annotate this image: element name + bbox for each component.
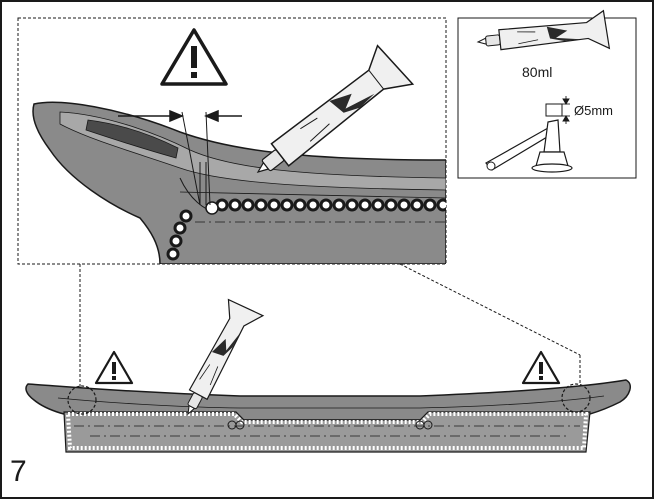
adhesive-bead (166, 198, 446, 261)
tube-volume-label: 80ml (522, 64, 553, 80)
adhesive-bead-outline (65, 412, 589, 450)
adhesive-tube-icon (476, 9, 611, 51)
step-number: 7 (10, 455, 27, 488)
warning-icon (94, 350, 134, 385)
gap-dimension (118, 109, 242, 206)
adhesive-tube-icon (187, 298, 265, 416)
nozzle-cutter-icon (485, 96, 573, 173)
warning-icon (160, 28, 228, 86)
zoom-detail-panel (17, 17, 447, 265)
zoom-connector-lines (79, 263, 581, 394)
bead-diameter-label: Ø5mm (574, 103, 613, 118)
warning-icon (521, 350, 561, 385)
adhesive-tube-icon (256, 44, 415, 173)
spoiler-full-view (25, 298, 631, 453)
spec-inset (457, 9, 637, 179)
